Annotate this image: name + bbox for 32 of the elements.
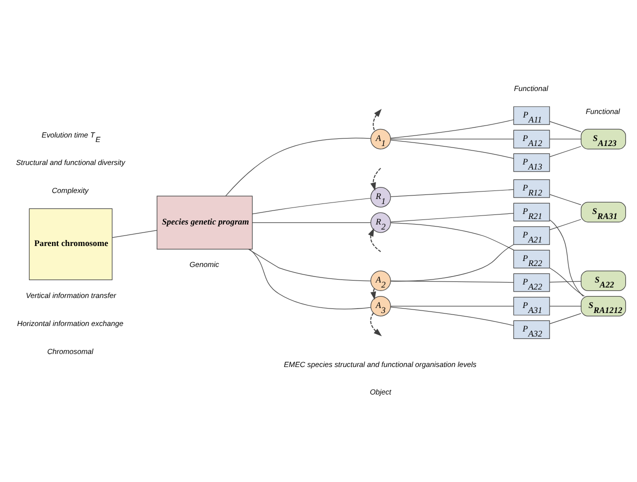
connector [249, 248, 372, 309]
arrow [370, 312, 382, 336]
connector [225, 137, 371, 196]
connector [390, 138, 514, 139]
connector [248, 248, 371, 281]
arrow [368, 228, 382, 252]
connector [390, 139, 514, 158]
connector [390, 118, 514, 138]
connector [390, 280, 514, 282]
connector [549, 120, 582, 132]
connector [549, 305, 582, 306]
connector [390, 305, 514, 306]
arrow [370, 288, 376, 300]
connector [549, 219, 584, 296]
connector [549, 194, 582, 205]
node-box: Species genetic program [156, 195, 253, 250]
connector [390, 188, 514, 197]
connector [252, 197, 371, 214]
arrow [370, 167, 382, 190]
connector [390, 222, 514, 250]
connector [549, 280, 582, 282]
connector [112, 230, 158, 238]
node-box: Parent chromosome [28, 208, 112, 280]
connector [549, 138, 582, 139]
connector [549, 146, 582, 157]
connector [390, 306, 514, 326]
connector [390, 212, 514, 222]
connector [549, 312, 582, 324]
arrow [372, 108, 382, 132]
connector [549, 267, 585, 296]
connector [390, 244, 514, 282]
connector [549, 218, 582, 230]
